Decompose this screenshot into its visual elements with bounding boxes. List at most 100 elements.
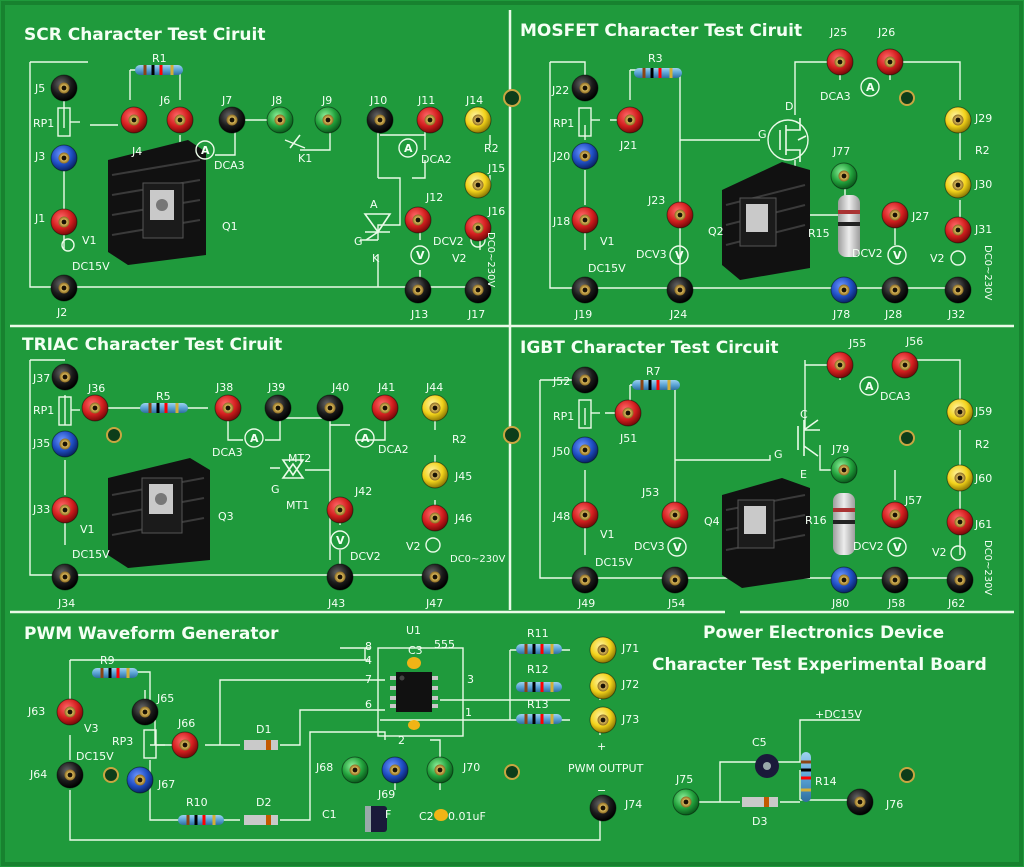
jack-j71[interactable] (589, 636, 617, 664)
label-j60: J60 (974, 472, 992, 485)
jack-j80[interactable] (830, 566, 858, 594)
jack-j41[interactable] (371, 394, 399, 422)
jack-j22[interactable] (571, 74, 599, 102)
jack-j14[interactable] (464, 106, 492, 134)
label-d1: D1 (256, 723, 271, 736)
label-j44: J44 (425, 381, 443, 394)
jack-j61[interactable] (946, 508, 974, 536)
jack-j5[interactable] (50, 74, 78, 102)
jack-j51[interactable] (614, 399, 642, 427)
mosfet-heatsink (722, 162, 810, 280)
jack-j69[interactable] (381, 756, 409, 784)
igbt-heatsink (722, 478, 810, 588)
jack-j57[interactable] (881, 501, 909, 529)
jack-j29[interactable] (944, 106, 972, 134)
jack-j9[interactable] (314, 106, 342, 134)
jack-j73[interactable] (589, 706, 617, 734)
jack-j16[interactable] (464, 214, 492, 242)
jack-j46[interactable] (421, 504, 449, 532)
jack-j43[interactable] (326, 563, 354, 591)
label-j79: J79 (831, 443, 849, 456)
jack-j13[interactable] (404, 276, 432, 304)
jack-j67[interactable] (126, 766, 154, 794)
jack-j58[interactable] (881, 566, 909, 594)
jack-j45[interactable] (421, 461, 449, 489)
jack-j15[interactable] (464, 171, 492, 199)
jack-j65[interactable] (131, 698, 159, 726)
jack-j47[interactable] (421, 563, 449, 591)
jack-j23[interactable] (666, 201, 694, 229)
jack-j44[interactable] (421, 394, 449, 422)
jack-layer (50, 48, 974, 822)
jack-j18[interactable] (571, 206, 599, 234)
label-r2-mosfet: R2 (975, 144, 990, 157)
jack-j70[interactable] (426, 756, 454, 784)
jack-j32[interactable] (944, 276, 972, 304)
jack-j3[interactable] (50, 144, 78, 172)
jack-j74[interactable] (589, 794, 617, 822)
jack-j79[interactable] (830, 456, 858, 484)
jack-j76[interactable] (846, 788, 874, 816)
jack-j72[interactable] (589, 672, 617, 700)
jack-j37[interactable] (51, 363, 79, 391)
jack-j78[interactable] (830, 276, 858, 304)
label-scr-g: G (354, 235, 363, 248)
jack-j48[interactable] (571, 501, 599, 529)
label-r13: R13 (527, 698, 549, 711)
jack-j60[interactable] (946, 464, 974, 492)
jack-j35[interactable] (51, 430, 79, 458)
jack-j40[interactable] (316, 394, 344, 422)
jack-j66[interactable] (171, 731, 199, 759)
label-d3: D3 (752, 815, 767, 828)
jack-j17[interactable] (464, 276, 492, 304)
jack-j27[interactable] (881, 201, 909, 229)
jack-j20[interactable] (571, 142, 599, 170)
jack-j26[interactable] (876, 48, 904, 76)
jack-j25[interactable] (826, 48, 854, 76)
jack-j21[interactable] (616, 106, 644, 134)
jack-j64[interactable] (56, 761, 84, 789)
jack-j34[interactable] (51, 563, 79, 591)
jack-j11[interactable] (416, 106, 444, 134)
label-minus: − (597, 784, 606, 797)
jack-j54[interactable] (661, 566, 689, 594)
jack-j49[interactable] (571, 566, 599, 594)
jack-j10[interactable] (366, 106, 394, 134)
jack-j75[interactable] (672, 788, 700, 816)
jack-j6[interactable] (166, 106, 194, 134)
scr-heatsink (108, 140, 206, 265)
jack-j68[interactable] (341, 756, 369, 784)
jack-j8[interactable] (266, 106, 294, 134)
jack-j24[interactable] (666, 276, 694, 304)
label-r16: R16 (805, 514, 827, 527)
jack-j6a[interactable] (120, 106, 148, 134)
jack-j12[interactable] (404, 206, 432, 234)
jack-j56[interactable] (891, 351, 919, 379)
jack-j42[interactable] (326, 496, 354, 524)
resistor-r10 (178, 815, 224, 825)
jack-j30[interactable] (944, 171, 972, 199)
jack-j39[interactable] (264, 394, 292, 422)
jack-j50[interactable] (571, 436, 599, 464)
jack-j77[interactable] (830, 162, 858, 190)
jack-j59[interactable] (946, 398, 974, 426)
jack-j52[interactable] (571, 366, 599, 394)
jack-j1[interactable] (50, 208, 78, 236)
jack-j55[interactable] (826, 351, 854, 379)
jack-j19[interactable] (571, 276, 599, 304)
label-dca2-scr: DCA2 (421, 153, 452, 166)
label-r12: R12 (527, 663, 549, 676)
jack-j38[interactable] (214, 394, 242, 422)
jack-j2[interactable] (50, 274, 78, 302)
label-j14: J14 (465, 94, 483, 107)
jack-j62[interactable] (946, 566, 974, 594)
jack-j36[interactable] (81, 394, 109, 422)
jack-j53[interactable] (661, 501, 689, 529)
jack-j63[interactable] (56, 698, 84, 726)
label-r9: R9 (100, 654, 115, 667)
jack-j33[interactable] (51, 496, 79, 524)
jack-j7[interactable] (218, 106, 246, 134)
jack-j28[interactable] (881, 276, 909, 304)
jack-j31[interactable] (944, 216, 972, 244)
svg-text:V: V (336, 534, 345, 547)
